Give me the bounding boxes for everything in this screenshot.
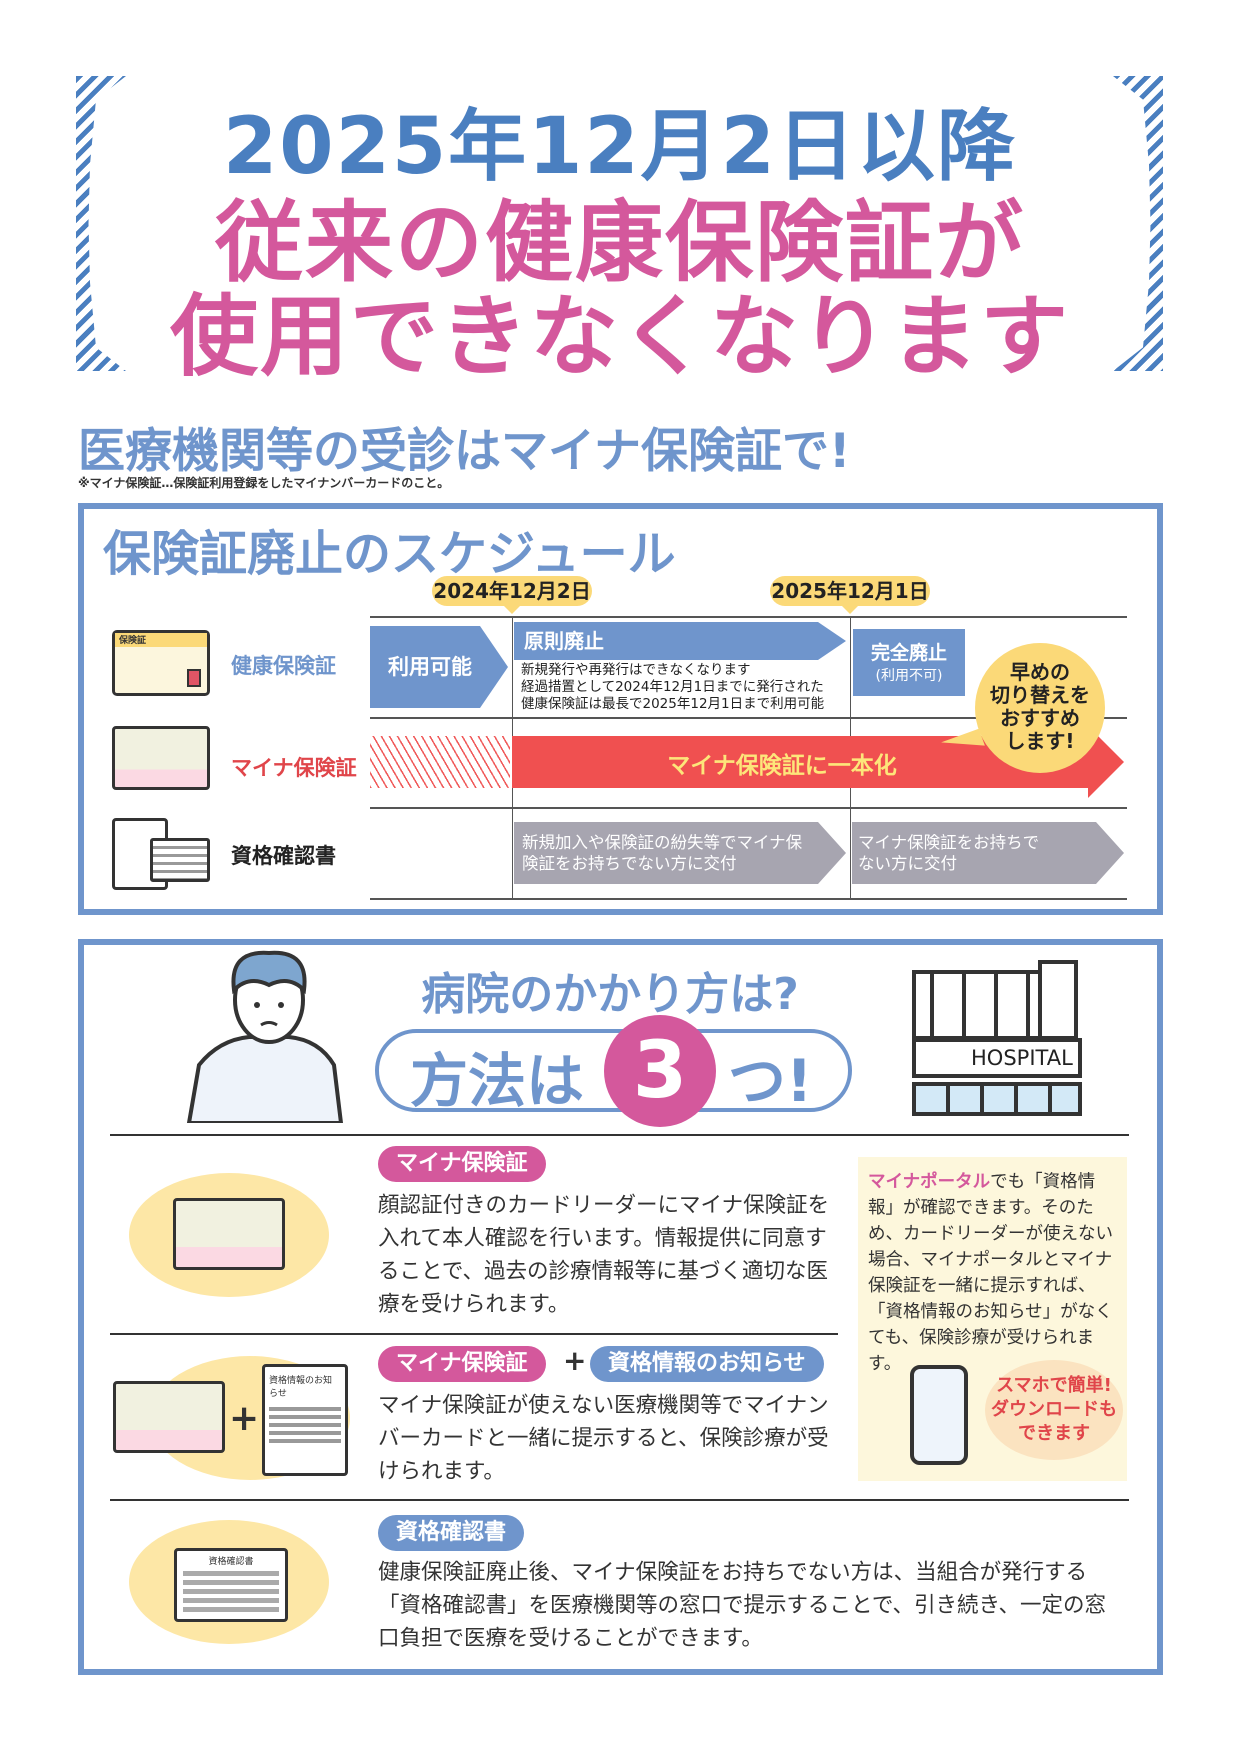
bubble-line: します! xyxy=(1005,729,1075,753)
divider xyxy=(110,1499,1129,1501)
notice-doc-icon: 資格情報のお知らせ xyxy=(262,1364,348,1476)
hospital-tower xyxy=(1038,960,1078,1040)
myna-portal-text: でも「資格情報」が確認できます。そのため、カードリーダーが使えない場合、マイナポ… xyxy=(868,1172,1113,1374)
stripe-bracket-left xyxy=(76,76,126,371)
detail-line: 経過措置として2024年12月1日までに発行された xyxy=(521,679,824,695)
bubble-line: できます xyxy=(1018,1423,1090,1444)
section3-text: 健康保険証廃止後、マイナ保険証をお持ちでない方は、当組合が発行する「資格確認書」… xyxy=(378,1560,1106,1651)
phase-full-abolition-label: 完全廃止 xyxy=(870,642,947,664)
myna-unify-label: マイナ保険証に一本化 xyxy=(667,753,897,779)
plus-sign: + xyxy=(563,1344,587,1377)
schedule-title: 保険証廃止のスケジュール xyxy=(103,526,676,582)
row-label-certificate: 資格確認書 xyxy=(231,844,336,868)
notice-doc-title: 資格情報のお知らせ xyxy=(269,1376,333,1399)
hospital-entrance xyxy=(912,1082,1082,1116)
myna-card-icon xyxy=(113,1381,225,1453)
section1-text: 顔認証付きのカードリーダーにマイナ保険証を入れて本人確認を行います。情報提供に同… xyxy=(378,1193,830,1317)
headline-line3: 使用できなくなります xyxy=(169,285,1070,388)
hospital-illustration: HOSPITAL xyxy=(912,960,1087,1120)
certificate-doc-icon-front xyxy=(150,838,210,882)
tag-myna: マイナ保険証 xyxy=(378,1346,546,1382)
detail-line: 新規発行や再発行はできなくなります xyxy=(521,662,751,678)
bubble-line: ダウンロードも xyxy=(991,1399,1117,1420)
smartphone-icon xyxy=(910,1365,968,1465)
certificate-phase-1: 新規加入や保険証の紛失等でマイナ保険証をお持ちでない方に交付 xyxy=(514,822,846,884)
row-label-myna: マイナ保険証 xyxy=(231,756,357,780)
myna-card-icon xyxy=(173,1198,285,1270)
bubble-line: スマホで簡単! xyxy=(996,1375,1112,1396)
tag-certificate: 資格確認書 xyxy=(378,1515,525,1551)
hospital-windows xyxy=(912,970,1042,1040)
phase-full-abolition-note: (利用不可) xyxy=(875,668,943,684)
tag-myna: マイナ保険証 xyxy=(378,1146,546,1182)
divider xyxy=(110,1134,1129,1136)
subtitle: 医療機関等の受診はマイナ保険証で! xyxy=(78,424,851,479)
health-card-label: 保険証 xyxy=(115,633,207,647)
date-badge-2025: 2025年12月1日 xyxy=(770,576,930,614)
phase-available: 利用可能 xyxy=(370,626,508,708)
download-bubble: スマホで簡単! ダウンロードも できます xyxy=(985,1360,1123,1460)
hospital-sign: HOSPITAL xyxy=(912,1038,1082,1078)
health-card-icon: 保険証 xyxy=(112,630,210,696)
phase-principle-abolition: 原則廃止 xyxy=(514,622,846,660)
grid-line xyxy=(370,807,1127,809)
subtitle-note: ※マイナ保険証…保険証利用登録をしたマイナンバーカードのこと。 xyxy=(78,476,450,490)
grid-line xyxy=(370,898,1127,900)
recommend-bubble: 早めの 切り替えを おすすめ します! xyxy=(975,643,1105,773)
detail-line: 健康保険証は最長で2025年12月1日まで利用可能 xyxy=(521,696,825,712)
doc-lines xyxy=(183,1571,279,1615)
headline-line2: 従来の健康保険証が xyxy=(214,191,1025,294)
card-chip xyxy=(187,669,201,687)
section2-text: マイナ保険証が使えない医療機関等でマイナンバーカードと一緒に提示すると、保険診療… xyxy=(378,1393,829,1484)
certificate-doc-title: 資格確認書 xyxy=(208,1557,254,1567)
stripe-bracket-right xyxy=(1113,76,1163,371)
grid-line xyxy=(370,717,1127,719)
bubble-line: おすすめ xyxy=(1000,706,1080,730)
plus-icon: + xyxy=(229,1398,260,1439)
grid-line xyxy=(370,616,1127,618)
hatched-area xyxy=(370,736,510,788)
methods-pill xyxy=(375,1029,852,1112)
methods-suffix: つ! xyxy=(728,1047,813,1115)
certificate-phase-2: マイナ保険証をお持ちでない方に交付 xyxy=(852,822,1124,884)
headline-date: 2025年12月2日以降 xyxy=(223,102,1017,192)
phase-full-abolition: 完全廃止 (利用不可) xyxy=(853,629,965,696)
divider xyxy=(110,1333,838,1335)
doc-lines xyxy=(269,1407,341,1447)
howto-question: 病院のかかり方は? xyxy=(421,969,799,1020)
certificate-doc-icon: 資格確認書 xyxy=(174,1548,288,1622)
row-label-health-card: 健康保険証 xyxy=(231,654,336,678)
thinking-person-illustration xyxy=(186,950,344,1123)
bubble-line: 切り替えを xyxy=(990,683,1090,707)
myna-card-icon xyxy=(112,726,210,790)
tag-qualification-notice: 資格情報のお知らせ xyxy=(590,1346,824,1382)
methods-prefix: 方法は xyxy=(410,1047,585,1115)
bubble-line: 早めの xyxy=(1010,660,1070,684)
date-badge-2024: 2024年12月2日 xyxy=(432,576,592,614)
methods-count: 3 xyxy=(604,1015,716,1127)
myna-portal-highlight: マイナポータル xyxy=(868,1172,991,1192)
